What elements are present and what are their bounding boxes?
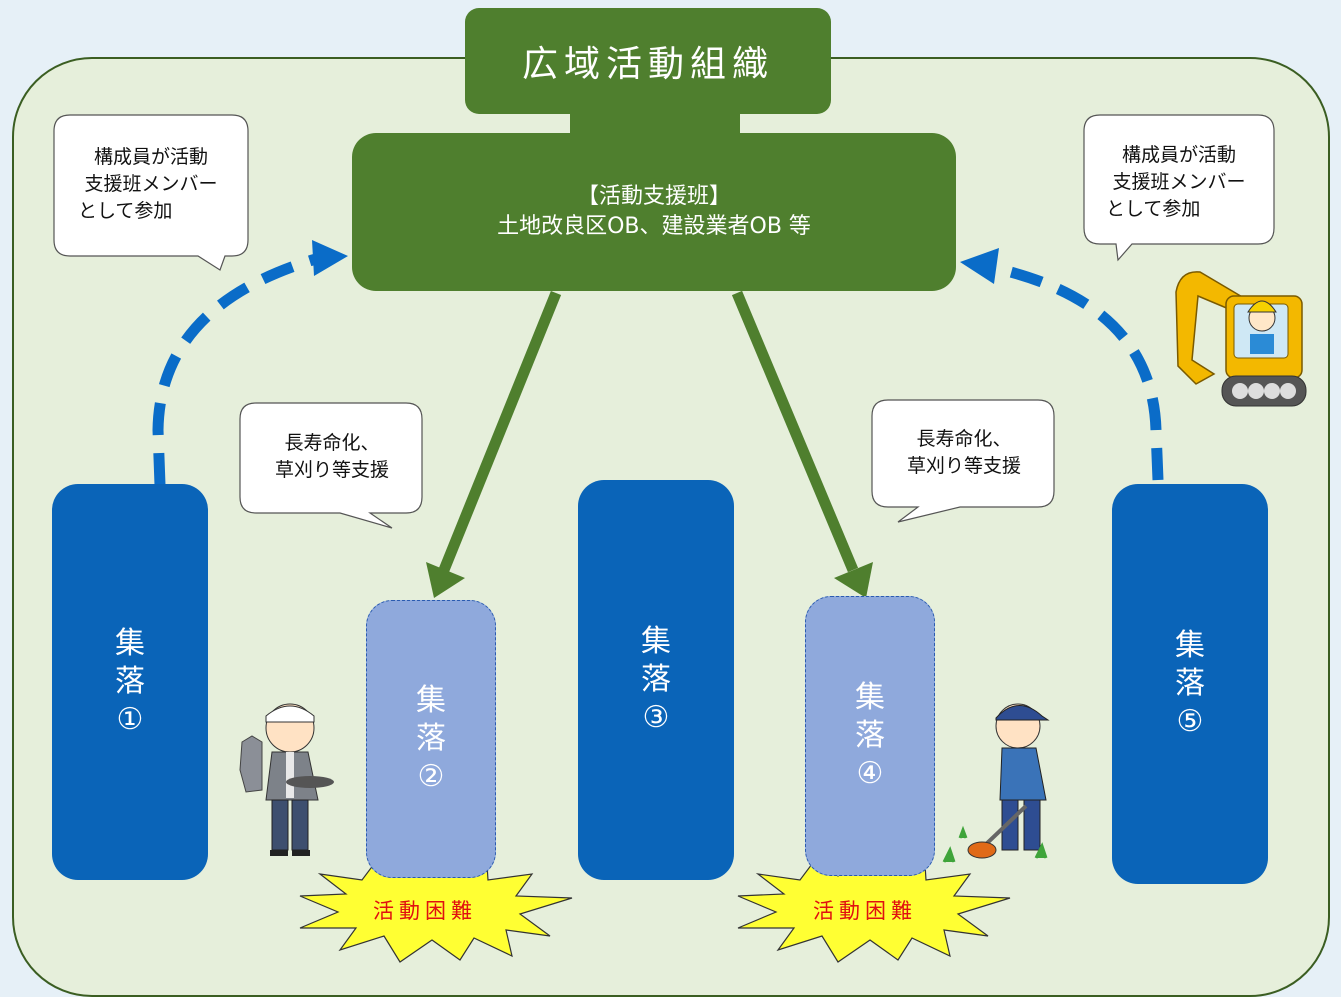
village-5: 集 落 ⑤ — [1112, 484, 1268, 884]
bubble-line: 長寿命化、 — [284, 432, 380, 454]
bubble-text-right-top: 構成員が活動 支援班メンバー として参加 — [1088, 142, 1270, 223]
support-arrow-to-village-4 — [731, 290, 873, 598]
excavator-operator-icon — [1175, 271, 1307, 407]
speech-bubble-right-mid — [871, 399, 1055, 523]
bubble-text-left-mid: 長寿命化、 草刈り等支援 — [244, 430, 420, 484]
bubble-line: 支援班メンバー — [1112, 171, 1246, 193]
village-number: ⑤ — [1176, 704, 1204, 739]
village-2: 集 落 ② — [366, 600, 496, 878]
village-3: 集 落 ③ — [578, 480, 734, 880]
bubble-line: 支援班メンバー — [84, 173, 218, 195]
diagram-graphics — [53, 114, 1307, 963]
grass-trimmer-worker-icon — [942, 703, 1050, 863]
bubble-line: として参加 — [1106, 198, 1201, 220]
difficulty-label-village-2: 活動困難 — [373, 899, 477, 923]
participation-arrow-right — [960, 248, 1164, 481]
village-label: 落 — [1175, 666, 1205, 701]
village-number: ① — [116, 702, 144, 737]
bubble-text-right-mid: 長寿命化、 草刈り等支援 — [876, 426, 1052, 480]
difficulty-label-village-4: 活動困難 — [813, 899, 917, 923]
village-label: 集 — [855, 680, 885, 715]
bubble-text-left-top: 構成員が活動 支援班メンバー として参加 — [58, 144, 244, 225]
village-label: 集 — [416, 683, 446, 718]
village-number: ③ — [642, 700, 670, 735]
support-team-title: 【活動支援班】 — [576, 184, 731, 209]
village-label: 集 — [115, 626, 145, 661]
bubble-line: 草刈り等支援 — [906, 455, 1021, 477]
village-number: ② — [417, 759, 445, 794]
participation-arrow-left — [152, 240, 348, 486]
support-team-box: 【活動支援班】 土地改良区OB、建設業者OB 等 — [352, 133, 956, 291]
village-1: 集 落 ① — [52, 484, 208, 880]
speech-bubble-right-top — [1083, 114, 1275, 262]
village-label: 落 — [855, 718, 885, 753]
bubble-line: 草刈り等支援 — [274, 459, 389, 481]
village-label: 落 — [641, 662, 671, 697]
bubble-line: 構成員が活動 — [1121, 144, 1236, 166]
village-label: 集 — [1175, 628, 1205, 663]
support-team-members: 土地改良区OB、建設業者OB 等 — [497, 214, 811, 239]
village-label: 落 — [115, 664, 145, 699]
speech-bubble-left-mid — [239, 402, 423, 529]
speech-bubble-left-top — [53, 114, 249, 271]
village-label: 落 — [416, 721, 446, 756]
village-number: ④ — [856, 756, 884, 791]
organization-title: 広域活動組織 — [465, 8, 831, 114]
village-label: 集 — [641, 624, 671, 659]
bubble-line: として参加 — [78, 200, 173, 222]
bubble-line: 構成員が活動 — [93, 146, 208, 168]
bubble-line: 長寿命化、 — [916, 428, 1012, 450]
stone-mason-worker-icon — [239, 703, 334, 856]
village-4: 集 落 ④ — [805, 596, 935, 876]
support-arrow-to-village-2 — [426, 290, 562, 598]
